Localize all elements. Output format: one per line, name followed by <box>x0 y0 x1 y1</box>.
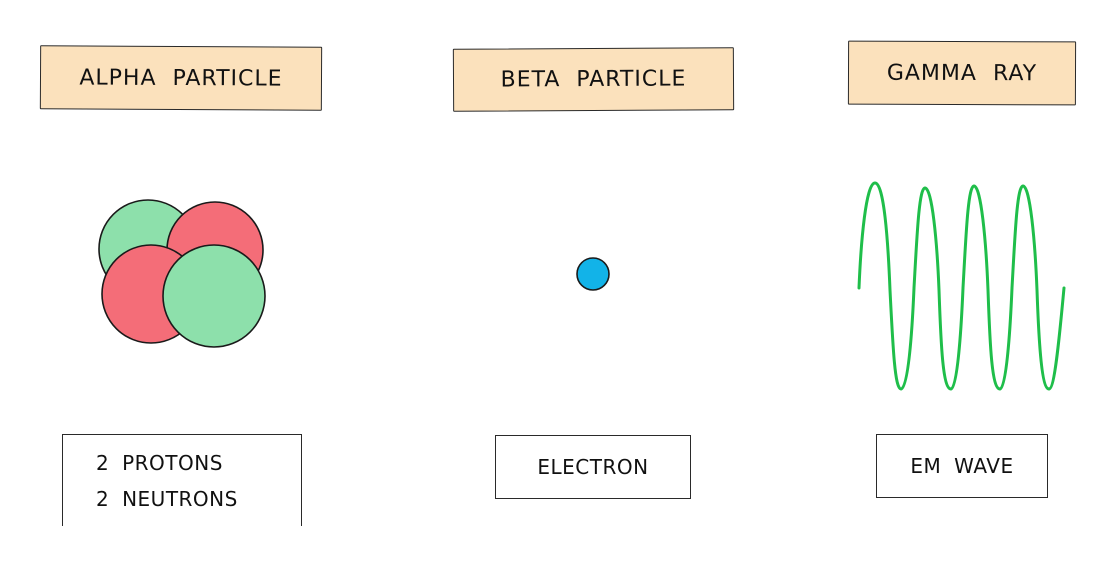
gamma-composition-label: EM WAVE <box>876 434 1048 498</box>
beta-composition-label: ELECTRON <box>495 435 691 499</box>
alpha-particle-title-text: ALPHA PARTICLE <box>79 64 283 92</box>
beta-particle-title: BETA PARTICLE <box>452 47 735 112</box>
alpha-protons-text: 2 PROTONS <box>96 450 223 475</box>
alpha-nucleus-icon <box>98 199 266 348</box>
beta-electron-text: ELECTRON <box>537 455 649 479</box>
em-wave-icon <box>857 181 1066 391</box>
alpha-neutrons-text: 2 NEUTRONS <box>96 486 238 511</box>
em-wave-line <box>857 181 1066 391</box>
beta-particle-title-text: BETA PARTICLE <box>500 66 687 93</box>
neutron-front-right <box>162 244 266 348</box>
gamma-em-wave-text: EM WAVE <box>910 454 1014 478</box>
alpha-particle-title: ALPHA PARTICLE <box>39 45 323 111</box>
electron <box>576 257 610 291</box>
gamma-ray-title: GAMMA RAY <box>847 40 1077 106</box>
gamma-ray-title-text: GAMMA RAY <box>886 60 1038 86</box>
alpha-composition-label: 2 PROTONS 2 NEUTRONS <box>62 434 302 526</box>
electron-dot-icon <box>576 257 610 291</box>
